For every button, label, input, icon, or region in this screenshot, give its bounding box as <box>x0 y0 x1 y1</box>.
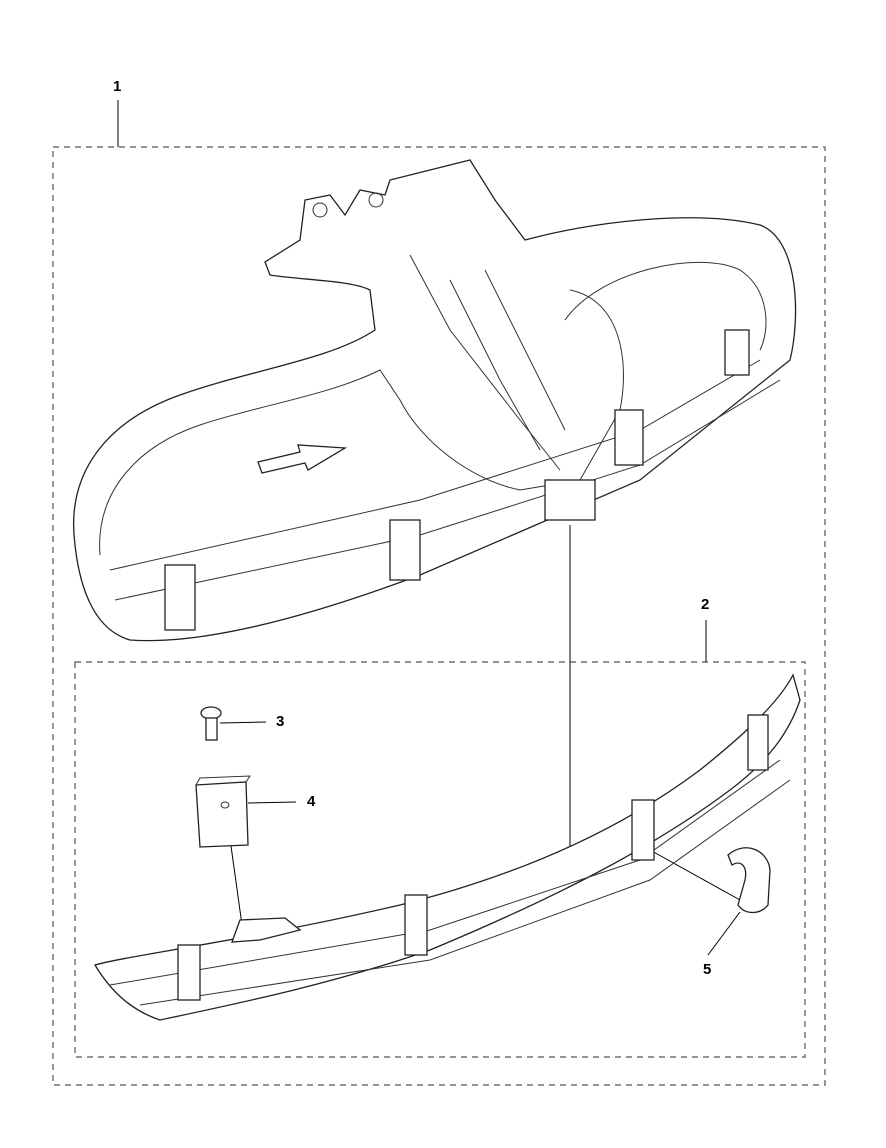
leader-line-4 <box>247 801 297 804</box>
screw-part-3 <box>200 706 222 741</box>
leader-line-5 <box>707 911 741 956</box>
clip-part-5 <box>727 847 771 914</box>
leader-line-5b <box>649 849 741 901</box>
nut-part-4 <box>195 775 251 848</box>
callout-2: 2 <box>701 596 710 613</box>
leader-line-3 <box>219 721 267 724</box>
assembly-1-boundary <box>52 146 826 1086</box>
callout-4: 4 <box>307 793 316 810</box>
guard-part-1 <box>73 159 797 642</box>
callout-5: 5 <box>703 961 712 978</box>
direction-arrow-icon <box>257 444 348 474</box>
spring-clip <box>177 714 769 1001</box>
assembly-2-boundary <box>74 661 806 1058</box>
callout-1: 1 <box>113 78 122 95</box>
callout-3: 3 <box>276 713 285 730</box>
guard-strip-part-2 <box>94 673 801 1021</box>
